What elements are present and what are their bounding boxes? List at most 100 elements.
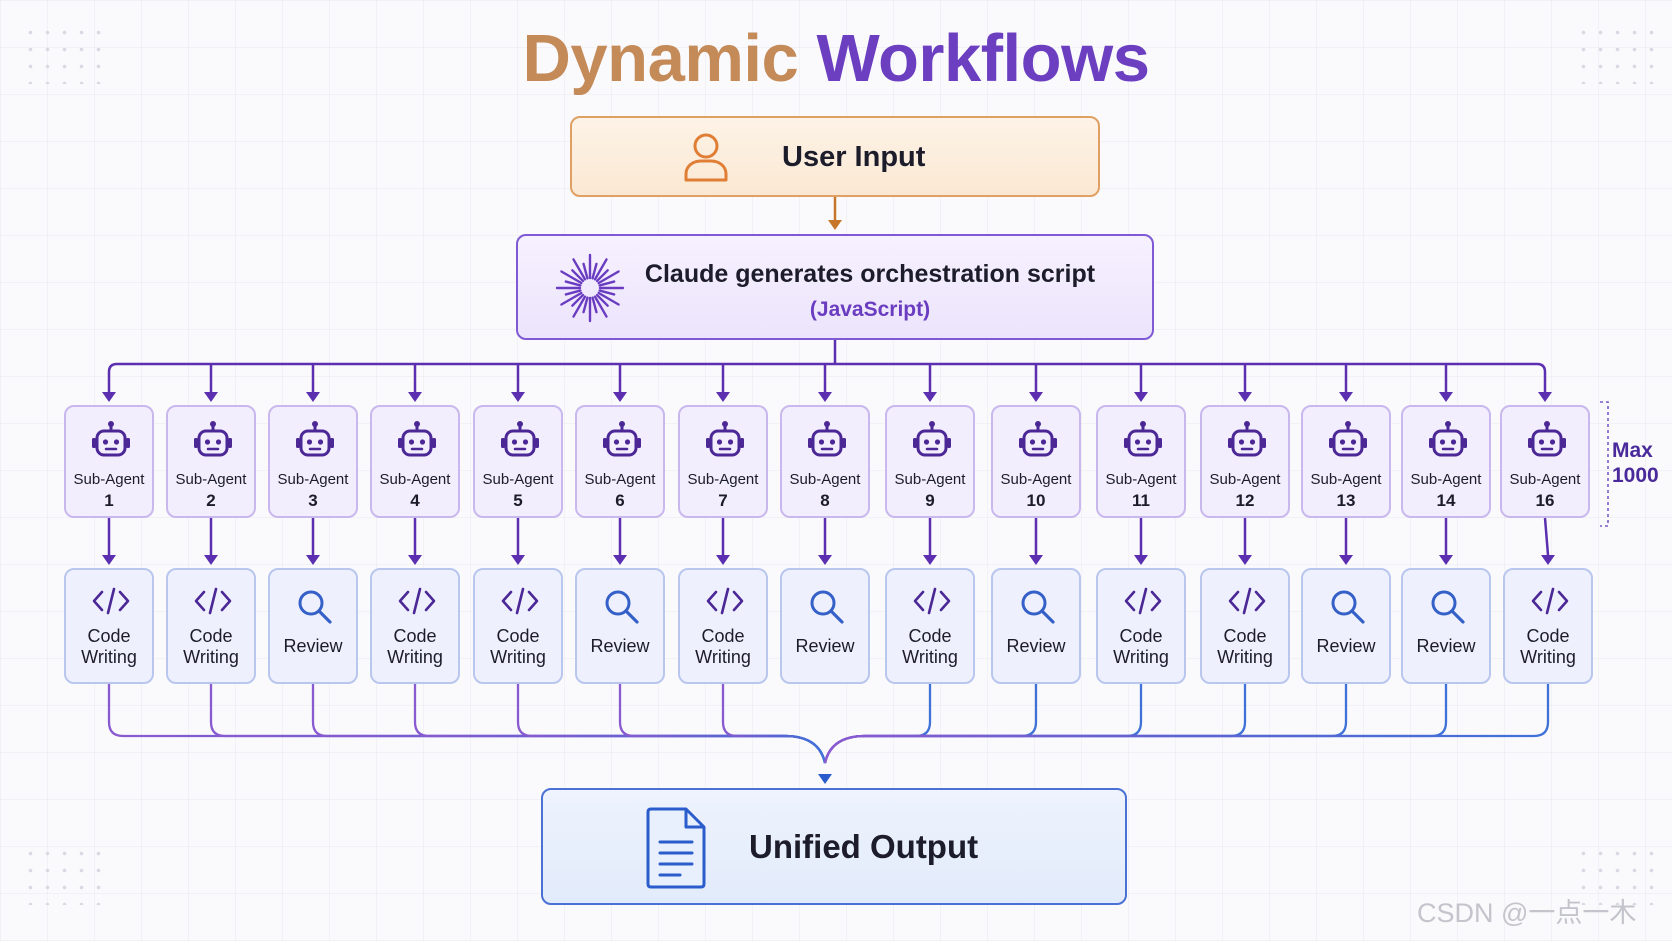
search-icon bbox=[1331, 590, 1365, 624]
sub-agent-label: Sub-Agent bbox=[482, 471, 554, 488]
arrowhead bbox=[1541, 555, 1555, 565]
review-task-box: Review bbox=[991, 568, 1081, 684]
merge-connector bbox=[721, 684, 827, 764]
arrowhead bbox=[306, 392, 320, 402]
sub-agent-number: 3 bbox=[308, 491, 318, 510]
arrowhead bbox=[1134, 392, 1148, 402]
task-label: Review bbox=[1006, 636, 1066, 656]
code-writing-task-box: Code Writing bbox=[473, 568, 563, 684]
dot-pattern-top-right bbox=[1575, 24, 1655, 84]
dot-pattern-bottom-left bbox=[22, 845, 102, 905]
code-icon bbox=[913, 587, 951, 615]
merge-connector bbox=[516, 684, 827, 764]
robot-icon bbox=[1429, 421, 1467, 457]
sub-agent-box: Sub-Agent 6 bbox=[575, 405, 665, 518]
arrowhead bbox=[613, 555, 627, 565]
arrowhead bbox=[204, 555, 218, 565]
arrowhead bbox=[1238, 555, 1252, 565]
arrowhead bbox=[1029, 555, 1043, 565]
max-label-word: Max bbox=[1612, 439, 1653, 462]
arrowhead bbox=[818, 392, 832, 402]
arrowhead bbox=[306, 555, 320, 565]
review-task-box: Review bbox=[1401, 568, 1491, 684]
sub-agent-box: Sub-Agent 14 bbox=[1401, 405, 1491, 518]
robot-icon bbox=[1528, 421, 1566, 457]
code-icon bbox=[398, 587, 436, 615]
arrowhead bbox=[1238, 392, 1252, 402]
sub-agent-number: 14 bbox=[1436, 491, 1456, 510]
arrowhead bbox=[923, 555, 937, 565]
arrowhead bbox=[716, 392, 730, 402]
max-label-number: 1000 bbox=[1612, 464, 1659, 487]
dot-pattern-top-left bbox=[22, 24, 102, 84]
sub-agent-label: Sub-Agent bbox=[175, 471, 247, 488]
sub-agent-label: Sub-Agent bbox=[1000, 471, 1072, 488]
orchestrator-subtitle: (JavaScript) bbox=[809, 298, 931, 321]
robot-icon bbox=[808, 421, 846, 457]
sub-agent-number: 2 bbox=[206, 491, 216, 510]
merge-connector bbox=[107, 684, 827, 764]
arrowhead bbox=[1029, 392, 1043, 402]
sub-agent-number: 13 bbox=[1336, 491, 1356, 510]
code-icon bbox=[1228, 587, 1266, 615]
max-agents-label: Max 1000 bbox=[1612, 438, 1659, 488]
code-writing-task-box: Code Writing bbox=[1503, 568, 1593, 684]
sub-agent-label: Sub-Agent bbox=[894, 471, 966, 488]
sub-agent-box: Sub-Agent 13 bbox=[1301, 405, 1391, 518]
sub-agent-label: Sub-Agent bbox=[687, 471, 759, 488]
sparkle-icon bbox=[555, 253, 625, 323]
sub-agent-box: Sub-Agent 2 bbox=[166, 405, 256, 518]
task-label: Code Writing bbox=[183, 626, 239, 667]
title-word-workflows: Workflows bbox=[816, 21, 1150, 96]
code-writing-task-box: Code Writing bbox=[885, 568, 975, 684]
arrowhead bbox=[716, 555, 730, 565]
search-icon bbox=[810, 590, 844, 624]
sub-agent-number: 9 bbox=[925, 491, 935, 510]
sub-agent-number: 6 bbox=[615, 491, 625, 510]
arrowhead bbox=[408, 555, 422, 565]
robot-icon bbox=[706, 421, 744, 457]
merge-connector bbox=[823, 684, 1348, 764]
sub-agent-label: Sub-Agent bbox=[1410, 471, 1482, 488]
task-label: Review bbox=[1416, 636, 1476, 656]
sub-agent-number: 1 bbox=[104, 491, 114, 510]
sub-agent-label: Sub-Agent bbox=[73, 471, 145, 488]
task-label: Code Writing bbox=[1113, 626, 1169, 667]
sub-agent-label: Sub-Agent bbox=[1509, 471, 1581, 488]
robot-icon bbox=[398, 421, 436, 457]
arrowhead bbox=[1538, 392, 1552, 402]
merge-connector bbox=[823, 684, 1143, 764]
task-label: Code Writing bbox=[1217, 626, 1273, 667]
review-task-box: Review bbox=[268, 568, 358, 684]
sub-agent-label: Sub-Agent bbox=[584, 471, 656, 488]
task-label: Review bbox=[795, 636, 855, 656]
sub-agent-label: Sub-Agent bbox=[789, 471, 861, 488]
code-writing-task-box: Code Writing bbox=[1096, 568, 1186, 684]
sub-agent-number: 12 bbox=[1235, 491, 1255, 510]
robot-icon bbox=[296, 421, 334, 457]
code-icon bbox=[706, 587, 744, 615]
output-arrowhead bbox=[818, 774, 832, 784]
orchestrator-title: Claude generates orchestration script bbox=[644, 260, 1096, 288]
robot-icon bbox=[913, 421, 951, 457]
task-label: Code Writing bbox=[1520, 626, 1576, 667]
code-writing-task-box: Code Writing bbox=[166, 568, 256, 684]
max-bracket bbox=[1600, 401, 1609, 527]
code-icon bbox=[1531, 587, 1569, 615]
review-task-box: Review bbox=[1301, 568, 1391, 684]
sub-agent-label: Sub-Agent bbox=[1105, 471, 1177, 488]
arrowhead bbox=[511, 555, 525, 565]
arrowhead bbox=[828, 220, 842, 230]
robot-icon bbox=[194, 421, 232, 457]
arrowhead bbox=[1439, 555, 1453, 565]
sub-agent-number: 4 bbox=[410, 491, 420, 510]
sub-agent-label: Sub-Agent bbox=[1310, 471, 1382, 488]
robot-icon bbox=[1228, 421, 1266, 457]
task-label: Code Writing bbox=[81, 626, 137, 667]
